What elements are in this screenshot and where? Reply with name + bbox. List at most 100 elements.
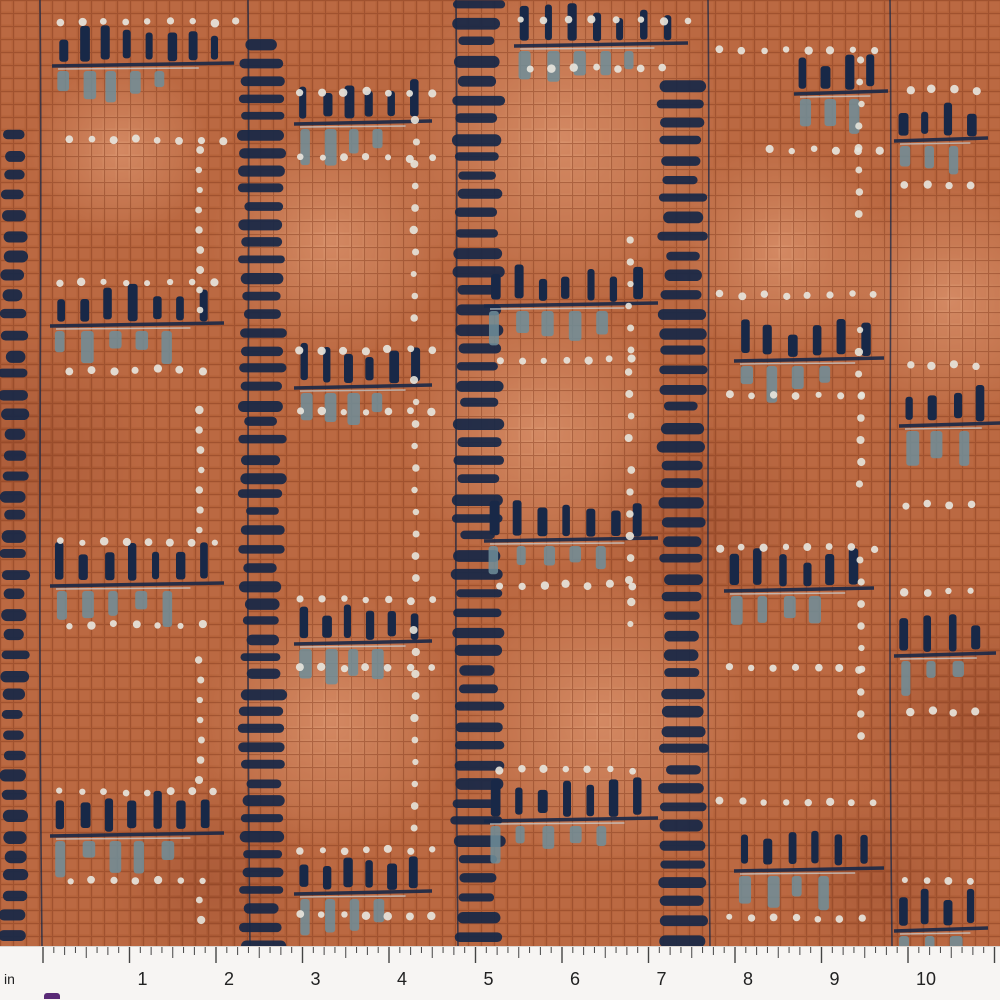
white-dot <box>855 166 863 174</box>
white-dot <box>188 787 197 796</box>
white-dot <box>100 278 107 285</box>
indigo-dash <box>0 491 26 503</box>
indigo-dash <box>240 689 288 701</box>
motif-dash <box>567 3 577 41</box>
indigo-dash <box>243 903 279 914</box>
indigo-dash <box>458 343 502 354</box>
indigo-dash <box>660 290 702 300</box>
indigo-dash <box>3 129 25 140</box>
motif-dash <box>210 35 219 60</box>
motif-dash <box>365 357 374 381</box>
motif-drip <box>568 311 582 341</box>
indigo-dash <box>454 760 505 771</box>
motif-dash <box>803 562 812 587</box>
white-dot <box>428 89 437 98</box>
indigo-dash <box>4 509 26 520</box>
motif-dash <box>616 18 624 41</box>
indigo-dash <box>1 609 27 622</box>
indigo-dash <box>238 434 287 444</box>
white-dot <box>928 706 938 715</box>
motif-dash <box>175 551 186 580</box>
motif-drip <box>518 51 531 80</box>
motif-drip <box>959 431 970 466</box>
white-dot <box>110 367 119 376</box>
motif-drip <box>949 936 963 946</box>
indigo-dash <box>3 588 25 600</box>
motif-scratch <box>489 307 625 310</box>
white-dot <box>177 622 184 629</box>
motif-drip <box>930 431 943 459</box>
white-dot-rows <box>56 15 981 925</box>
white-dot <box>769 664 777 672</box>
motif-dash <box>512 500 522 536</box>
white-dot <box>56 537 64 544</box>
motif-scratch <box>519 47 655 50</box>
white-dot <box>899 588 909 597</box>
white-dot <box>949 360 959 369</box>
white-dot <box>411 442 418 450</box>
motif-dash <box>104 798 114 832</box>
white-dot <box>972 87 981 96</box>
white-dot <box>199 877 206 885</box>
white-dot <box>79 539 86 546</box>
motif-drip <box>373 899 385 923</box>
motif-dash <box>145 32 153 60</box>
white-dot <box>569 63 578 72</box>
motif-dash <box>899 897 908 926</box>
motif-dash <box>860 834 868 864</box>
indigo-dash <box>238 581 282 593</box>
white-dot <box>295 346 304 355</box>
white-dot <box>407 407 414 415</box>
motif-drip <box>516 546 526 565</box>
indigo-dash <box>245 39 277 51</box>
white-dot <box>412 248 420 256</box>
white-dot <box>362 86 371 96</box>
white-dot <box>197 676 205 684</box>
indigo-dash <box>459 665 495 676</box>
indigo-dash-motifs <box>49 3 1000 946</box>
white-dot <box>67 878 74 885</box>
white-dot <box>760 290 769 298</box>
thin-line <box>39 0 43 946</box>
motif-dash <box>954 392 963 419</box>
indigo-dash <box>5 151 26 162</box>
motif-dash <box>798 57 807 89</box>
indigo-dash <box>240 525 285 535</box>
white-dot <box>407 345 415 353</box>
white-dot <box>65 367 74 376</box>
indigo-dash <box>658 783 704 794</box>
white-dot <box>197 136 206 145</box>
white-dot <box>495 766 504 775</box>
white-dot <box>166 278 174 286</box>
indigo-dash <box>239 148 287 159</box>
motif-dash <box>740 834 749 864</box>
white-dot <box>857 710 865 718</box>
motif-drip <box>82 591 94 619</box>
white-dot <box>726 913 733 920</box>
white-dot <box>923 180 932 189</box>
motif-dash <box>299 606 309 639</box>
white-dot <box>341 911 348 918</box>
motif-dash <box>561 276 570 299</box>
motif-drip <box>899 146 911 167</box>
indigo-dash <box>246 507 279 515</box>
motif-bar <box>293 889 433 896</box>
motif-dash <box>905 396 913 420</box>
indigo-dash <box>458 171 496 180</box>
motif-scratch <box>55 327 191 330</box>
motif-drip <box>818 876 829 911</box>
white-dot <box>849 290 856 297</box>
motif-dash <box>640 9 648 40</box>
indigo-dash <box>2 869 29 881</box>
white-dot <box>906 86 915 95</box>
indigo-dash <box>663 211 704 224</box>
ruler-number: 5 <box>483 969 494 989</box>
indigo-dash <box>0 671 30 683</box>
white-dot <box>196 506 204 514</box>
white-dot <box>825 46 835 55</box>
white-dot <box>362 409 370 416</box>
motif-dash <box>408 856 418 889</box>
white-dot <box>427 911 436 921</box>
white-dot <box>583 765 591 773</box>
motif-drip <box>952 661 964 678</box>
